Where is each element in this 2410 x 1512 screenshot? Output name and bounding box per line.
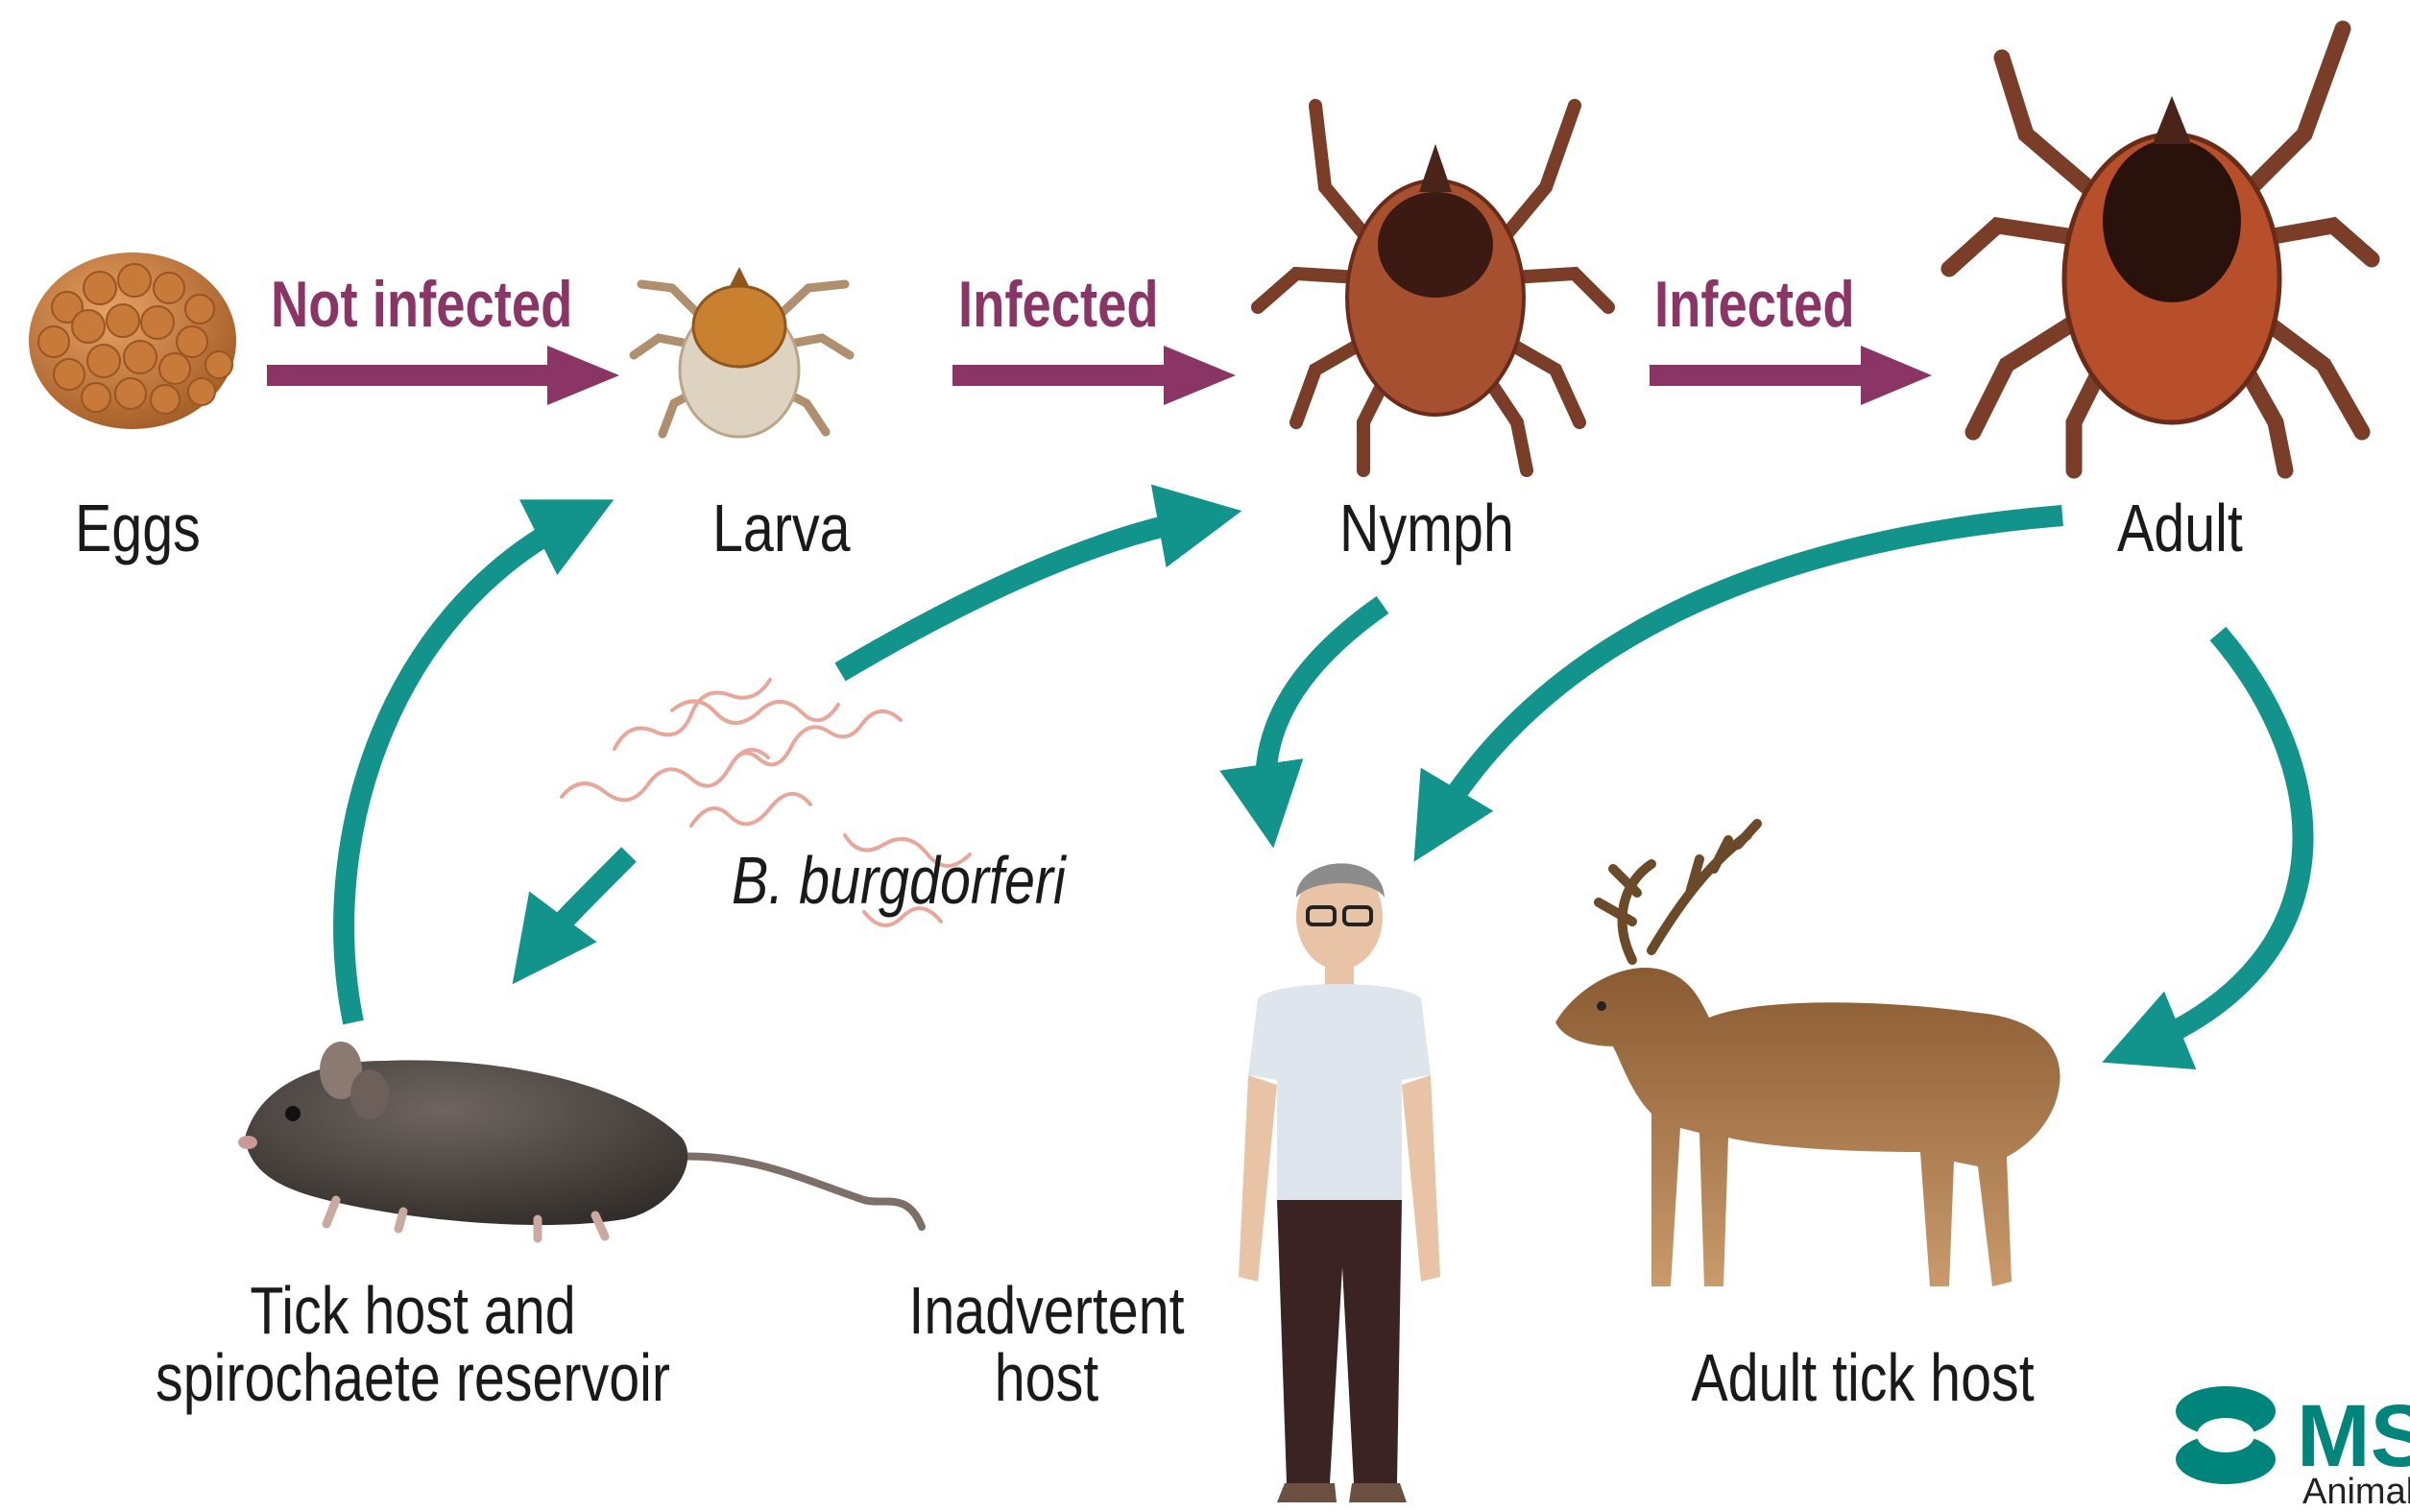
arrow-adult-to-human: [1435, 516, 2062, 826]
adult-tick-host-label: Adult tick host: [1627, 1344, 2099, 1411]
transition-eggs-larva-label: Not infected: [271, 272, 572, 337]
mouse-icon: [238, 1042, 922, 1238]
arrow-larva-to-nymph: [952, 346, 1236, 405]
stage-label-larva: Larva: [712, 494, 851, 562]
inadvertent-host-label-line1: Inadvertent: [889, 1277, 1204, 1344]
reservoir-host-label-line1: Tick host and: [137, 1277, 688, 1344]
logo-tagline: Animal Health: [2302, 1474, 2410, 1510]
arrow-adult-to-deer: [2141, 634, 2303, 1046]
msd-logo-icon: [2176, 1386, 2276, 1484]
arrow-eggs-to-larva: [267, 346, 619, 405]
transition-larva-nymph-label: Infected: [958, 272, 1159, 337]
nymph-tick-icon: [1258, 106, 1608, 470]
arrow-nymph-to-adult: [1650, 346, 1932, 405]
transition-nymph-adult-label: Infected: [1654, 272, 1855, 337]
larva-tick-icon: [634, 267, 850, 437]
eggs-icon: [29, 252, 236, 429]
stage-label-adult: Adult: [2117, 494, 2243, 562]
arrow-bacterium-to-reservoir: [538, 854, 629, 950]
stage-label-nymph: Nymph: [1339, 494, 1514, 562]
reservoir-host-label-line2: spirochaete reservoir: [137, 1344, 688, 1411]
human-icon: [1239, 863, 1440, 1502]
adult-tick-icon: [1949, 29, 2372, 470]
stage-label-eggs: Eggs: [75, 494, 201, 562]
arrow-nymph-to-human: [1265, 605, 1383, 806]
arrow-bacterium-to-nymph: [840, 518, 1200, 672]
cycle-arrows: [344, 516, 2302, 1046]
inadvertent-host-label-line2: host: [889, 1344, 1204, 1411]
deer-icon: [1555, 824, 2061, 1286]
bacterium-label: B. burgdorferi: [732, 847, 1066, 914]
logo-name: MSD: [2297, 1392, 2410, 1480]
